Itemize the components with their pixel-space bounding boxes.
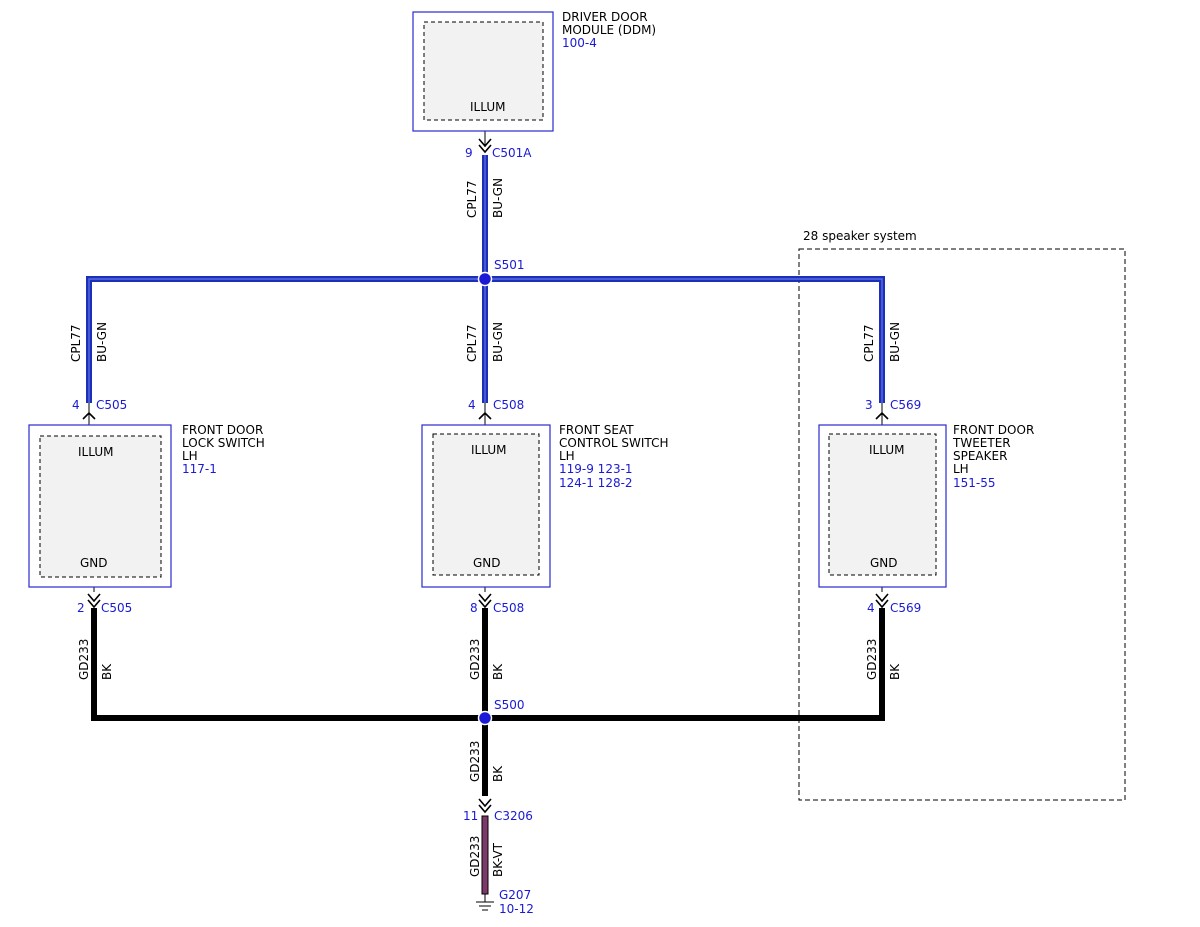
conn-c569-bot-name: C569 bbox=[890, 601, 921, 615]
conn-c569-top-pin: 3 bbox=[865, 398, 873, 412]
conn-c505-bot-name: C505 bbox=[101, 601, 132, 615]
lock-pin-gnd: GND bbox=[80, 556, 108, 570]
wire-lock-gnd-color: BK bbox=[100, 663, 114, 680]
conn-c508-top-pin: 4 bbox=[468, 398, 476, 412]
component-driver-door-module[interactable]: ILLUM bbox=[412, 11, 554, 132]
tweeter-name-line-4: LH bbox=[953, 462, 969, 476]
component-front-seat-control-switch[interactable]: ILLUM GND bbox=[421, 424, 551, 588]
conn-c569-bot-pin: 4 bbox=[867, 601, 875, 615]
component-front-door-tweeter-speaker[interactable]: ILLUM GND bbox=[818, 424, 947, 588]
tweeter-ref: 151-55 bbox=[953, 476, 996, 490]
ddm-pin-illum: ILLUM bbox=[470, 100, 505, 114]
lock-name-line-2: LOCK SWITCH bbox=[182, 436, 265, 450]
conn-c501a-name: C501A bbox=[492, 146, 532, 160]
tweeter-name-line-3: SPEAKER bbox=[953, 449, 1007, 463]
connector-arrow-c501a bbox=[478, 138, 492, 154]
wire-seat-gnd-color: BK bbox=[491, 663, 505, 680]
wire-seat-circuit: CPL77 bbox=[465, 324, 479, 362]
conn-c501a-pin: 9 bbox=[465, 146, 473, 160]
wire-tweeter-to-s500 bbox=[485, 608, 885, 721]
connector-arrow-c569-top bbox=[875, 411, 889, 420]
speaker-system-group-label: 28 speaker system bbox=[803, 229, 917, 243]
wire-gd233-network bbox=[91, 608, 885, 796]
seat-name-line-3: LH bbox=[559, 449, 575, 463]
conn-c3206-pin: 11 bbox=[463, 809, 478, 823]
conn-c3206-name: C3206 bbox=[494, 809, 533, 823]
seat-ref-line-1: 119-9 123-1 bbox=[559, 462, 633, 476]
connector-arrow-c508-top bbox=[478, 411, 492, 420]
splice-s500[interactable] bbox=[477, 710, 493, 726]
lock-name-line-3: LH bbox=[182, 449, 198, 463]
tweeter-name-line-2: TWEETER bbox=[952, 436, 1011, 450]
speaker-system-group-box bbox=[798, 248, 1126, 801]
connector-arrow-c569-bot bbox=[875, 593, 889, 609]
ground-name: G207 bbox=[499, 888, 531, 902]
wire-lock-color: BU-GN bbox=[95, 322, 109, 362]
ddm-ref: 100-4 bbox=[562, 36, 597, 50]
wire-seat-color: BU-GN bbox=[491, 322, 505, 362]
wire-lock-circuit: CPL77 bbox=[69, 324, 83, 362]
splice-s501[interactable] bbox=[477, 271, 493, 287]
ddm-name-line-2: MODULE (DDM) bbox=[562, 23, 656, 37]
seat-name-line-1: FRONT SEAT bbox=[559, 423, 634, 437]
lock-ref: 117-1 bbox=[182, 462, 217, 476]
splice-s500-label: S500 bbox=[494, 698, 525, 712]
ground-ref: 10-12 bbox=[499, 902, 534, 916]
conn-c569-top-name: C569 bbox=[890, 398, 921, 412]
ddm-name-line-1: DRIVER DOOR bbox=[562, 10, 648, 24]
conn-c508-top-name: C508 bbox=[493, 398, 524, 412]
wire-ddm-circuit: CPL77 bbox=[465, 180, 479, 218]
wire-ground-circuit: GD233 bbox=[468, 836, 482, 877]
tweeter-pin-illum: ILLUM bbox=[869, 443, 904, 457]
connector-arrow-c508-bot bbox=[478, 593, 492, 609]
lock-name-line-1: FRONT DOOR bbox=[182, 423, 263, 437]
tweeter-pin-gnd: GND bbox=[870, 556, 898, 570]
component-front-door-lock-switch[interactable]: ILLUM GND bbox=[28, 424, 172, 588]
wire-tweeter-circuit: CPL77 bbox=[862, 324, 876, 362]
wire-tweeter-gnd-circuit: GD233 bbox=[865, 639, 879, 680]
seat-pin-illum: ILLUM bbox=[471, 443, 506, 457]
connector-arrow-c505-top bbox=[82, 411, 96, 420]
connector-arrow-c505-bot bbox=[87, 593, 101, 609]
wire-ground-color: BK-VT bbox=[491, 842, 505, 877]
wire-ddm-color: BU-GN bbox=[491, 178, 505, 218]
wire-seat-gnd-circuit: GD233 bbox=[468, 639, 482, 680]
seat-ref-line-2: 124-1 128-2 bbox=[559, 476, 633, 490]
tweeter-name-line-1: FRONT DOOR bbox=[953, 423, 1034, 437]
seat-pin-gnd: GND bbox=[473, 556, 501, 570]
conn-c508-bot-pin: 8 bbox=[470, 601, 478, 615]
wire-c3206-to-ground bbox=[481, 815, 489, 895]
conn-c505-top-pin: 4 bbox=[72, 398, 80, 412]
wire-lock-gnd-circuit: GD233 bbox=[77, 639, 91, 680]
lock-pin-illum: ILLUM bbox=[78, 445, 113, 459]
conn-c508-bot-name: C508 bbox=[493, 601, 524, 615]
splice-s501-label: S501 bbox=[494, 258, 525, 272]
wire-tweeter-gnd-color: BK bbox=[888, 663, 902, 680]
connector-arrow-c3206 bbox=[478, 798, 492, 814]
wire-tweeter-color: BU-GN bbox=[888, 322, 902, 362]
ground-icon bbox=[476, 894, 494, 911]
wire-lock-to-s500 bbox=[91, 608, 485, 721]
wire-s500-circuit: GD233 bbox=[468, 741, 482, 782]
conn-c505-top-name: C505 bbox=[96, 398, 127, 412]
conn-c505-bot-pin: 2 bbox=[77, 601, 85, 615]
seat-name-line-2: CONTROL SWITCH bbox=[559, 436, 668, 450]
wire-s500-color: BK bbox=[491, 765, 505, 782]
